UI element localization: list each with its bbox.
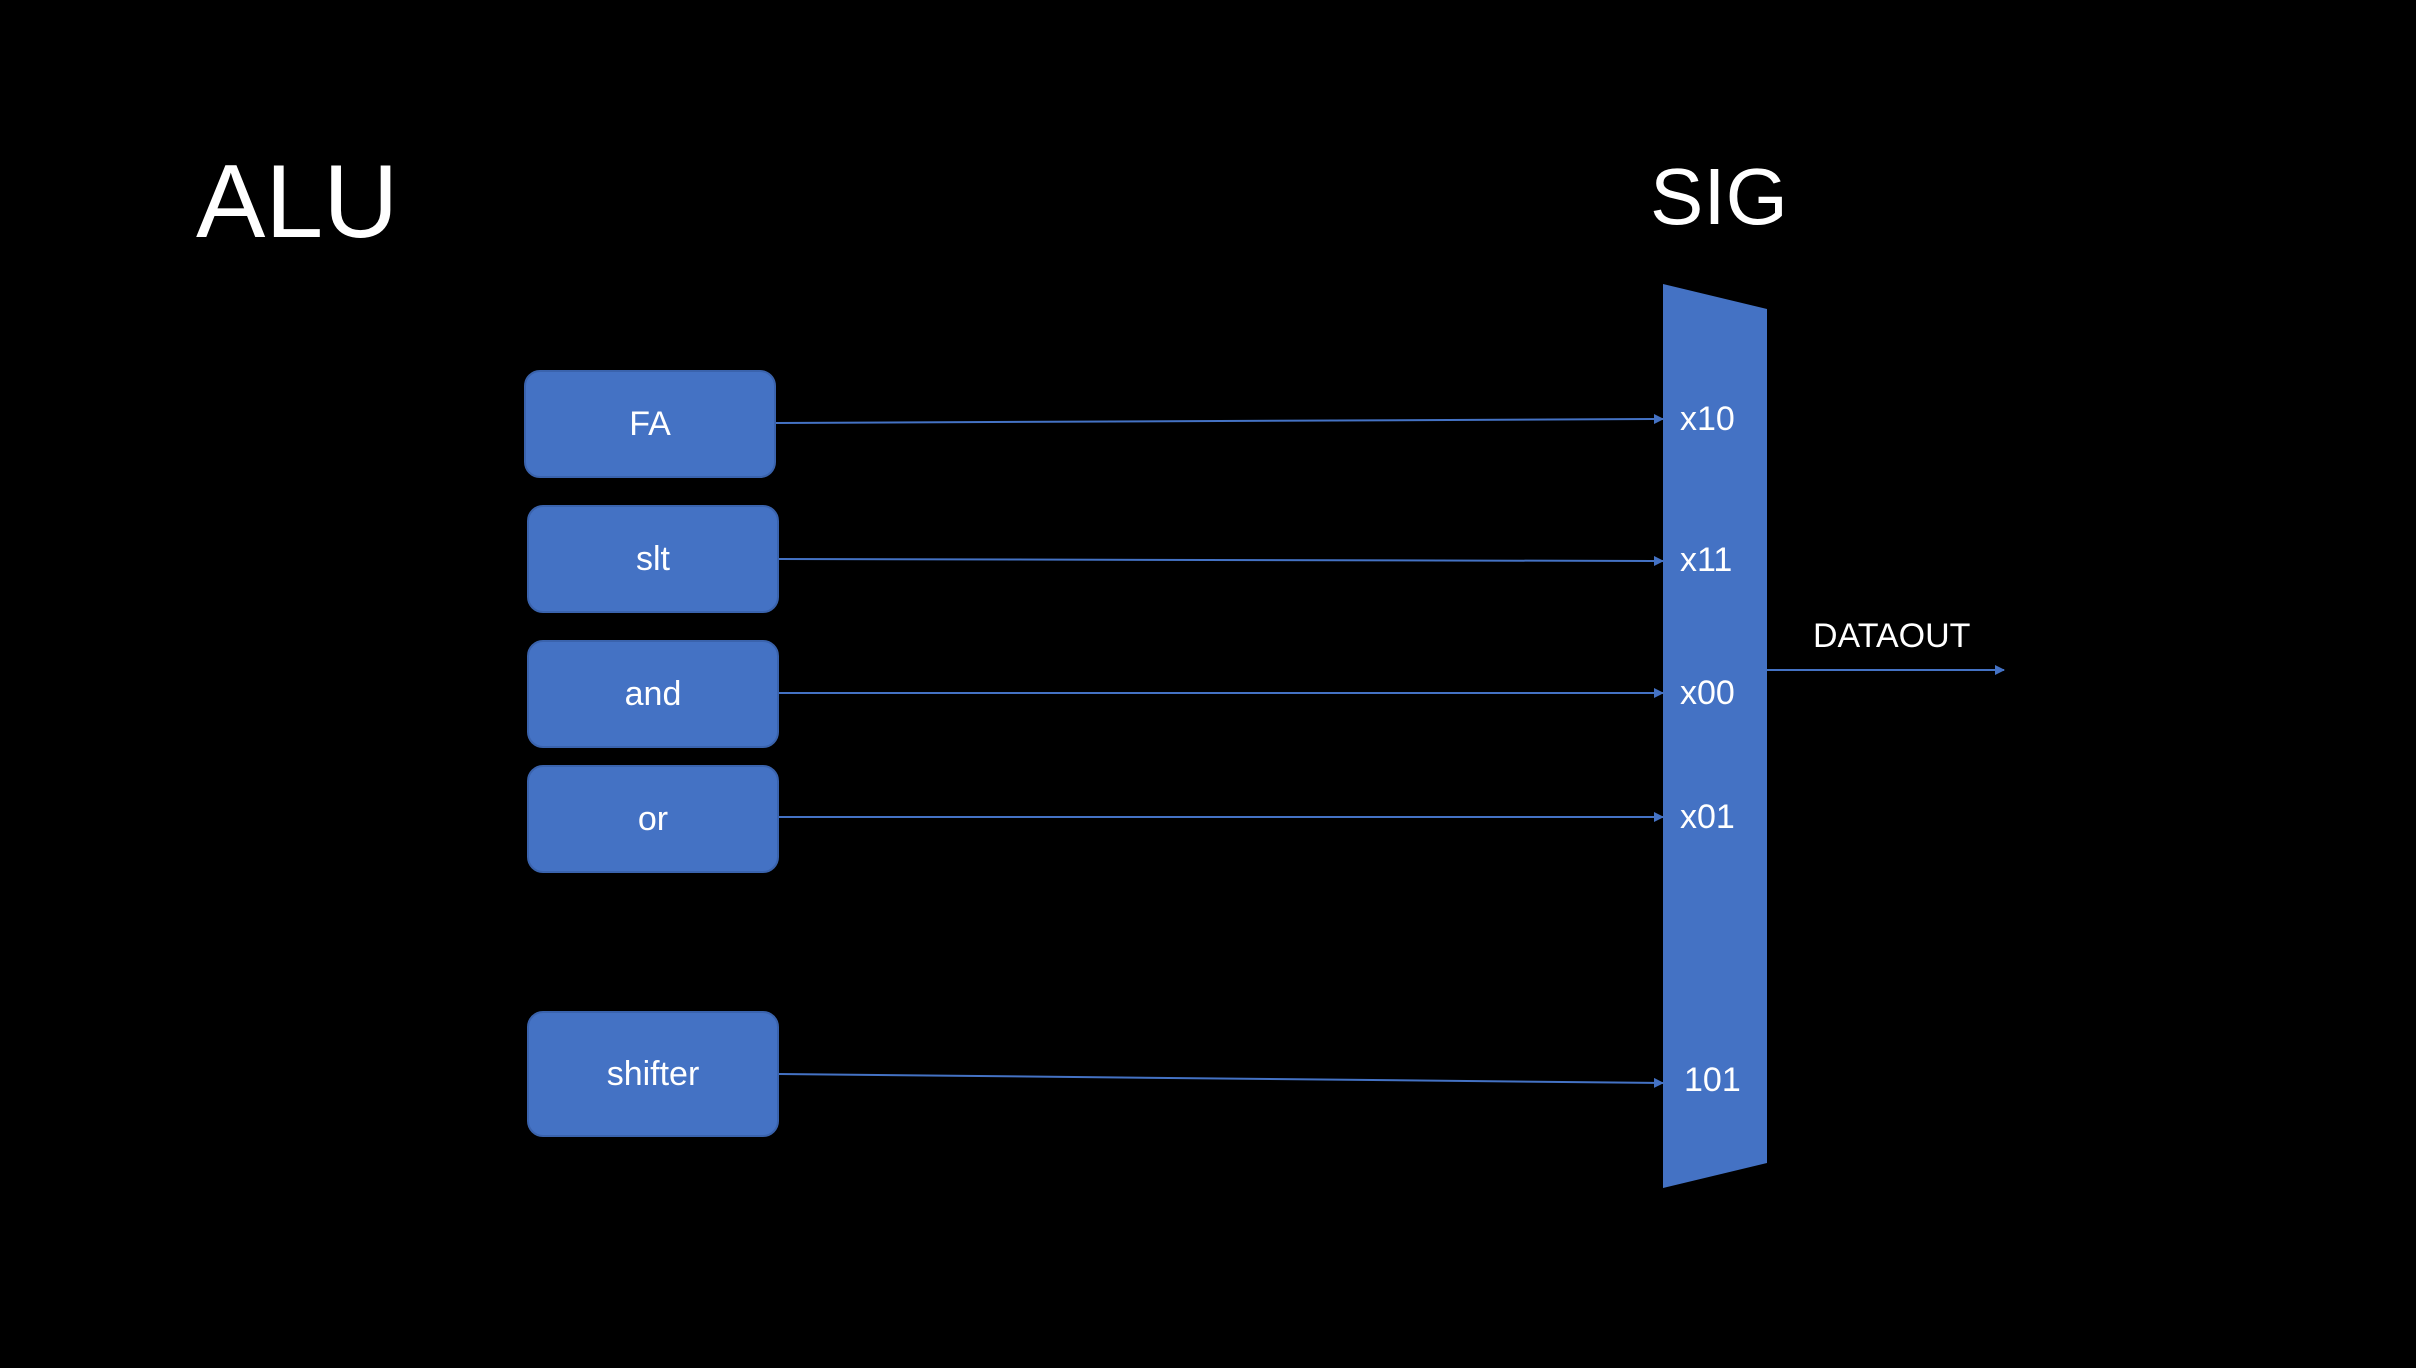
wire-slt-to-x11 [778,555,1664,566]
or-block: or [527,765,779,873]
shifter-block: shifter [527,1011,779,1137]
mux-port-x01: x01 [1680,798,1735,836]
mux-port-101: 101 [1684,1061,1741,1099]
mux-port-x10: x10 [1680,400,1735,438]
dataout-label: DATAOUT [1813,617,1971,655]
and-block: and [527,640,779,748]
sig-title: SIG [1650,152,1788,241]
slt-block: slt [527,505,779,613]
wire-fa-to-x10 [775,414,1664,425]
alu-title: ALU [196,144,399,260]
fa-block: FA [524,370,776,478]
mux-port-x00: x00 [1680,674,1735,712]
mux-port-x11: x11 [1680,541,1733,579]
wire-shifter-to-101 [778,1073,1664,1088]
sig-mux-shape [1663,284,1767,1188]
